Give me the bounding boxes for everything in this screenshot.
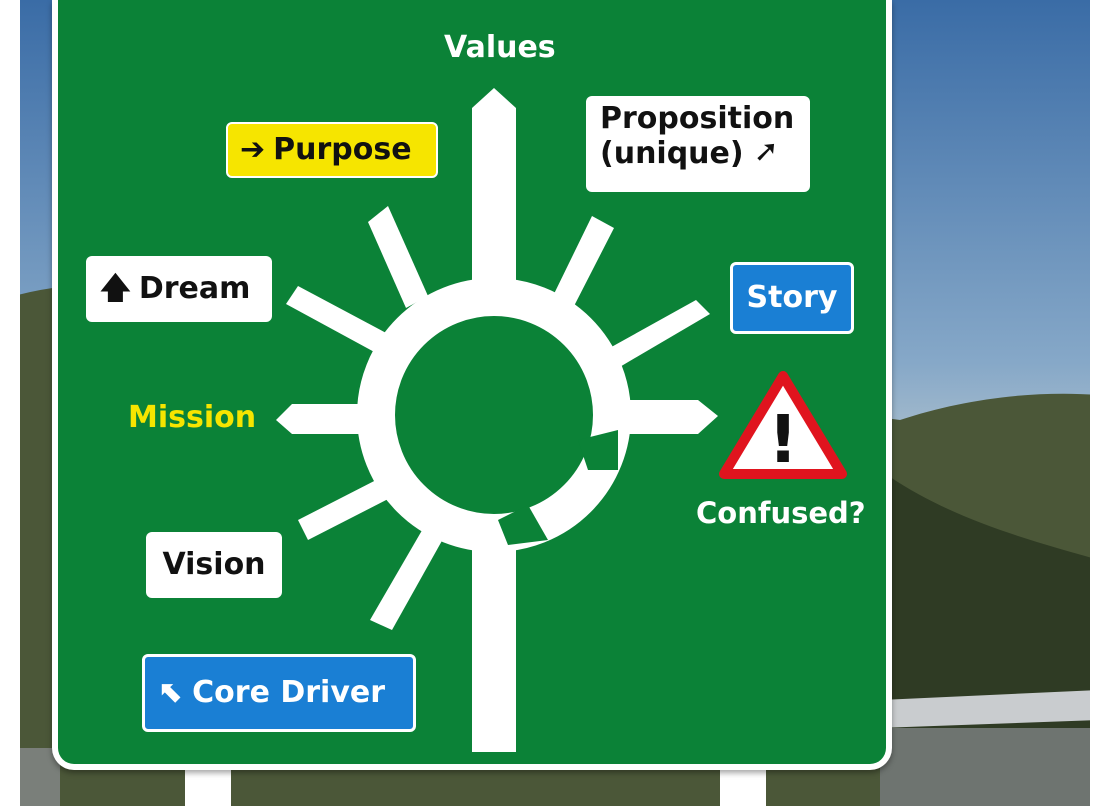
spoke-core-driver [370,520,448,630]
up-arrow-icon: 🡅 [100,271,131,306]
mission-label: Mission [128,400,257,435]
spoke-mission [276,404,380,434]
right-arrow-icon: ➔ [240,132,266,167]
warning-exclamation: ! [768,401,798,478]
proposition-sign: Proposition (unique) ➚ [586,96,810,192]
confused-label: Confused? [696,496,866,530]
spoke-confused [618,400,718,434]
core-driver-label: Core Driver [192,674,386,710]
spokes [276,206,718,630]
vision-label: Vision [162,546,266,582]
spoke-vision [298,476,394,540]
left-margin [0,0,20,806]
values-label: Values [444,30,556,65]
proposition-sub: (unique) ➚ [600,133,779,172]
up-right-arrow-icon: ➚ [753,133,779,169]
spoke-dream [286,286,388,354]
story-label: Story [746,279,838,315]
dream-sign: 🡅 Dream [86,256,272,322]
road-south [472,520,516,752]
core-driver-sign: ⬉ Core Driver [142,654,416,732]
proposition-label: Proposition [600,101,795,136]
vision-sign: Vision [146,532,282,598]
dream-label: Dream [138,270,251,306]
up-left-arrow-icon: ⬉ [159,675,185,710]
spoke-purpose [368,206,428,308]
warning-triangle-icon: ! [719,371,847,479]
roundabout-diagram [276,88,718,752]
sign-post-left [185,770,231,806]
proposition-qualifier: (unique) [600,135,744,171]
ring-gap-bottom [498,505,548,545]
right-margin [1090,0,1099,806]
ring-gap-right [578,430,618,470]
road-surface [880,728,1099,806]
purpose-label: Purpose [273,131,412,167]
roundabout-ring [357,278,631,552]
spoke-story [606,300,710,368]
spoke-proposition [552,216,614,310]
purpose-sign: ➔ Purpose [226,122,438,178]
sign-post-right [720,770,766,806]
road-north [472,88,516,300]
story-sign: Story [730,262,854,334]
roundabout-road-sign: Values ➔ Purpose Proposition (unique) ➚ … [52,0,892,770]
road-barrier [880,690,1099,728]
